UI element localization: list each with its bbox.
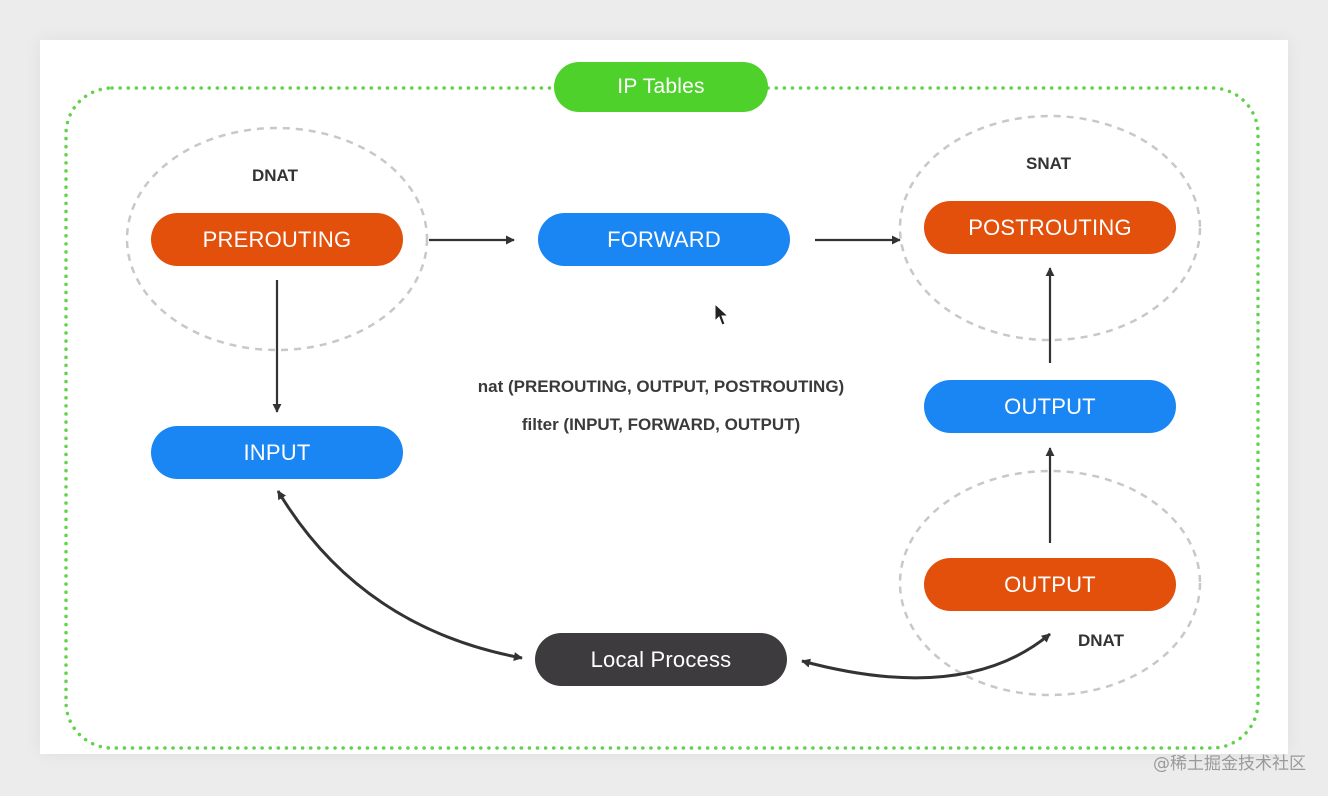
iptables-title: IP Tables [617,75,705,98]
dnat-label-prerouting: DNAT [252,166,298,185]
postrouting-chain-label: POSTROUTING [968,214,1132,240]
output-filter-chain-label: OUTPUT [1004,393,1096,419]
filter-table-description: filter (INPUT, FORWARD, OUTPUT) [521,415,801,434]
nat-table-description: nat (PREROUTING, OUTPUT, POSTROUTING) [477,377,845,396]
dnat-output-group [898,469,1202,697]
iptables-title-badge: IP Tables [554,62,768,112]
output-nat-chain-label: OUTPUT [1004,571,1096,597]
prerouting-chain: PREROUTING [151,213,403,266]
arrow-input-local-process [276,490,523,661]
prerouting-chain-label: PREROUTING [202,226,352,252]
dnat-label-output: DNAT [1078,631,1124,650]
snat-label-postrouting: SNAT [1026,154,1072,173]
mouse-cursor-icon [714,302,730,326]
snat-postrouting-group [898,114,1202,342]
forward-chain: FORWARD [538,213,790,266]
output-filter-chain: OUTPUT [924,380,1176,433]
forward-chain-label: FORWARD [607,226,721,252]
output-nat-chain: OUTPUT [924,558,1176,611]
local-process-label: Local Process [590,646,732,672]
arrow-local-process-output [801,632,1051,680]
input-chain-label: INPUT [243,439,311,465]
postrouting-chain: POSTROUTING [924,201,1176,254]
watermark-text: @稀土掘金技术社区 [1153,754,1306,774]
dnat-prerouting-group [125,126,429,352]
input-chain: INPUT [151,426,403,479]
local-process-node: Local Process [535,633,787,686]
